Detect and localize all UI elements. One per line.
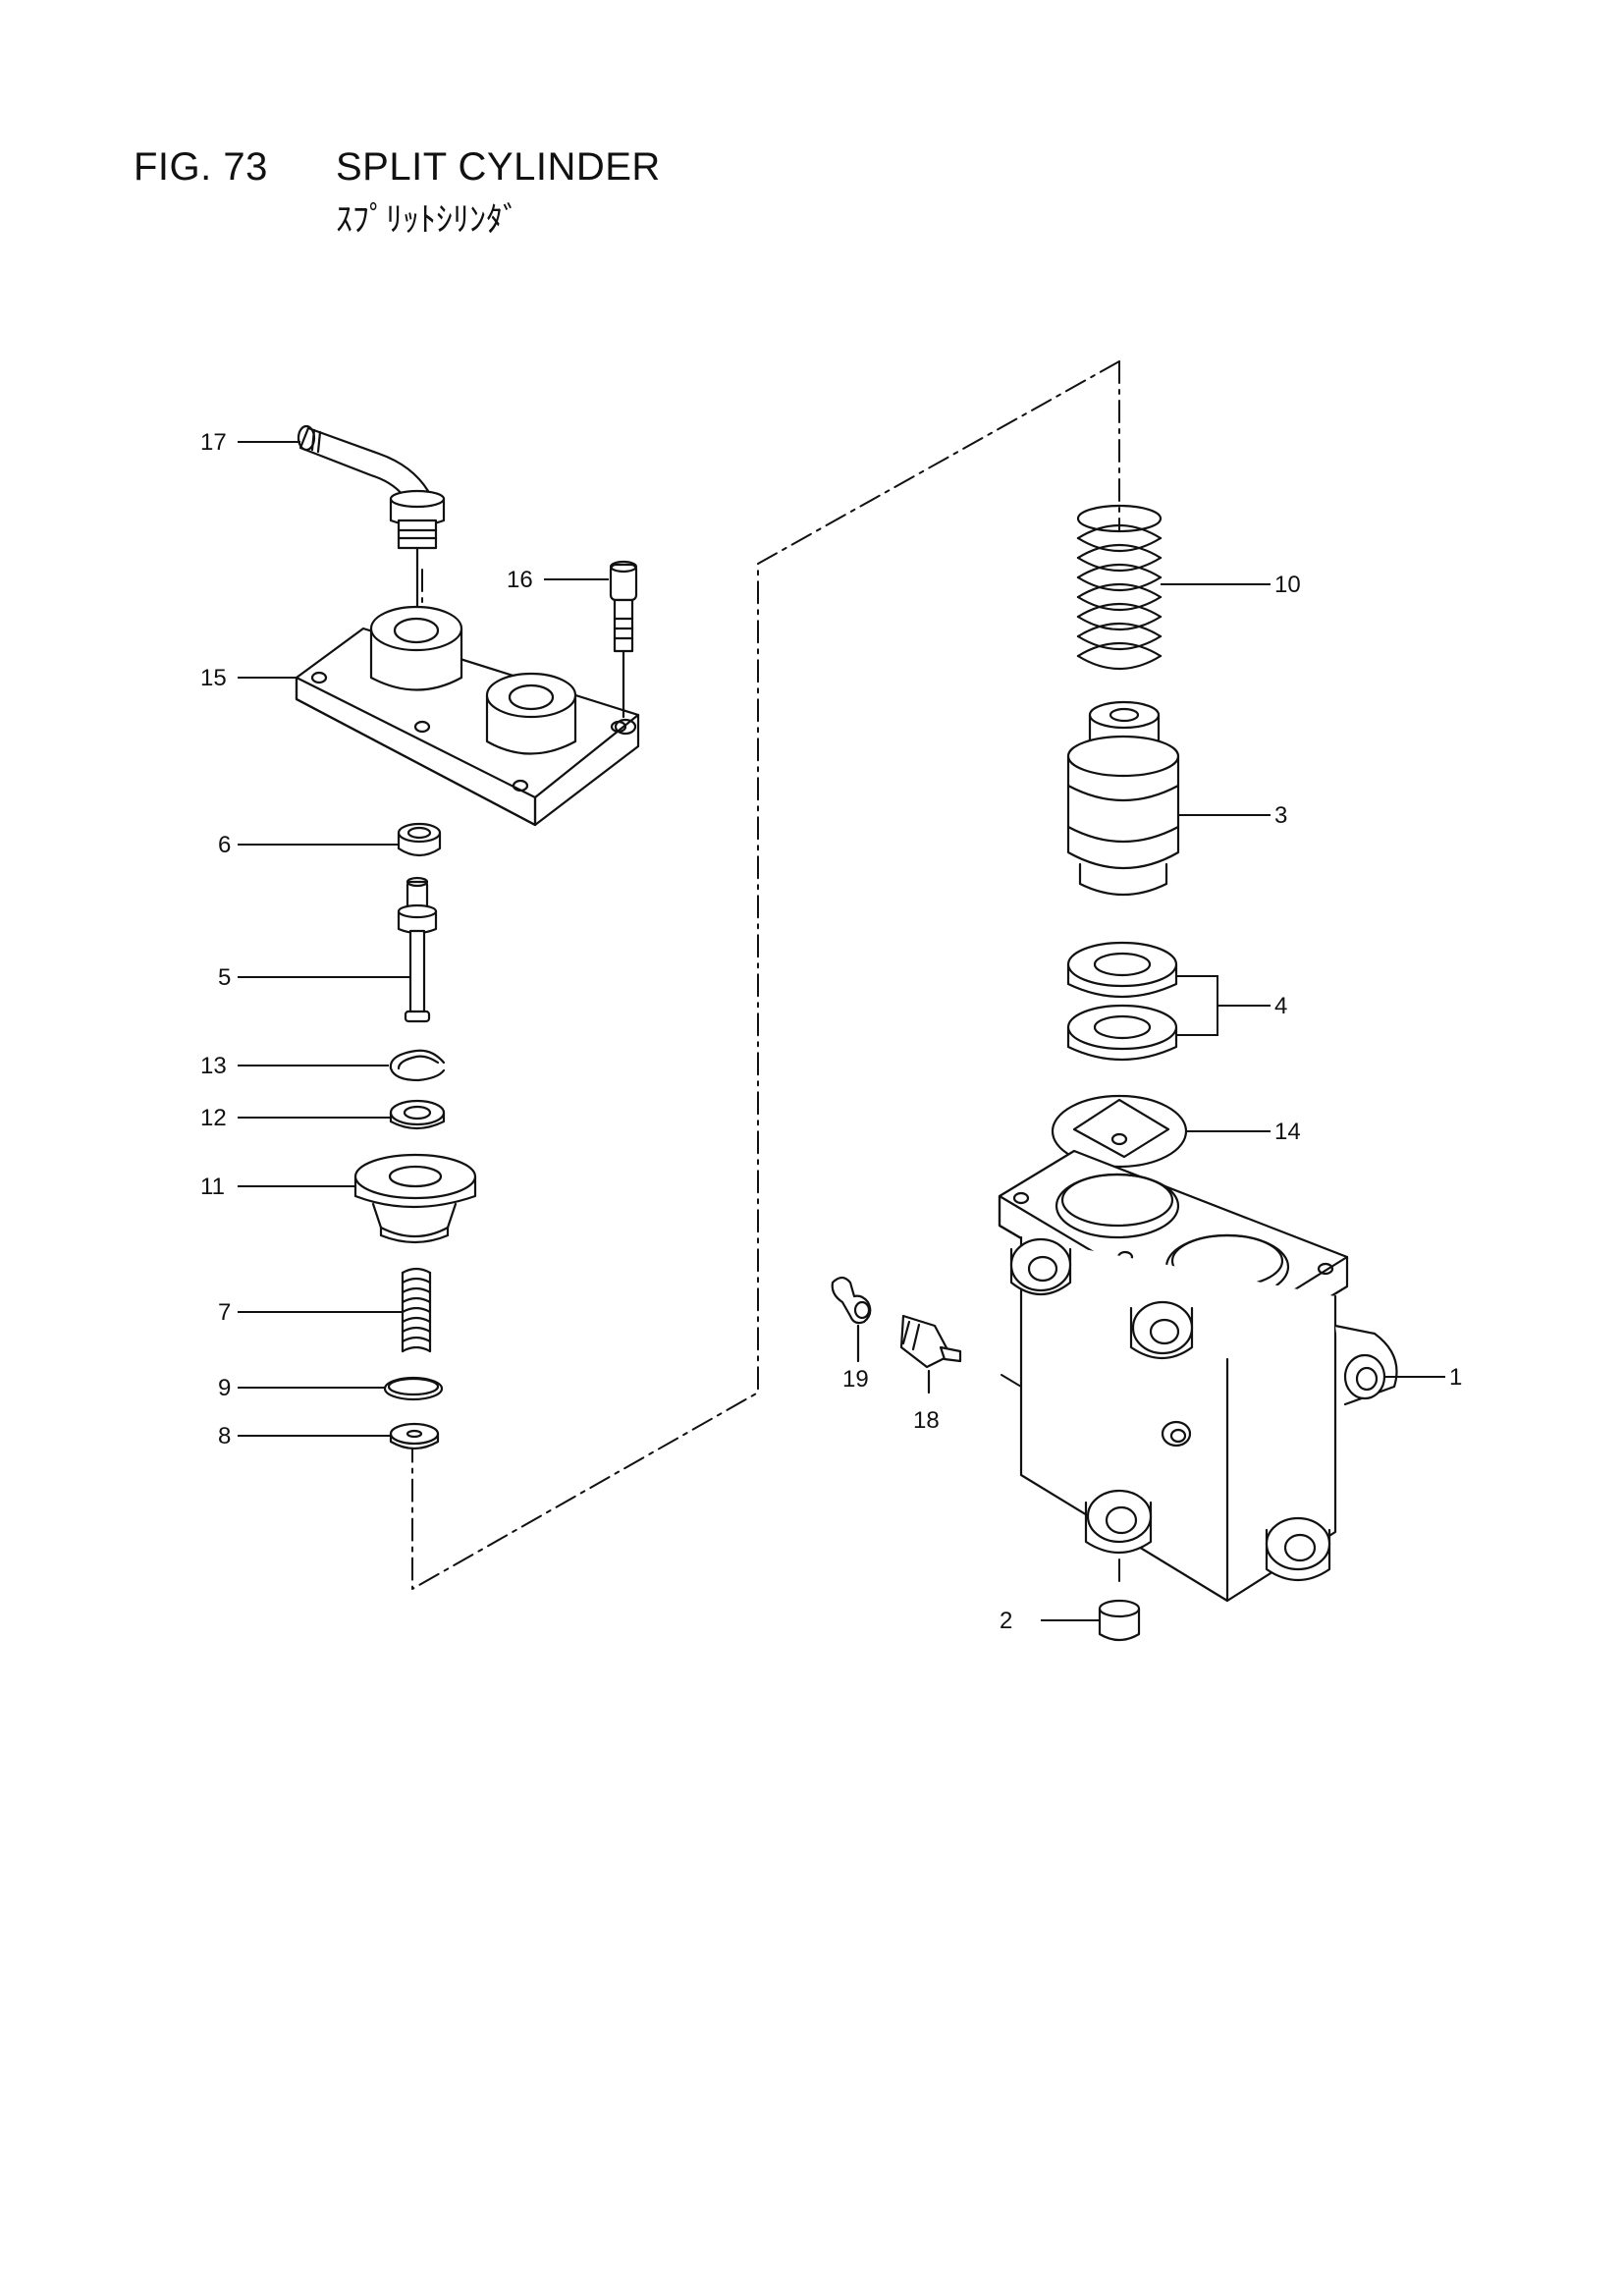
callout-labels: 17 16 15 6 5 13 12 11 7 9 8 10 3 4 14 1 … bbox=[200, 429, 1462, 1634]
part-19-clip bbox=[831, 1276, 872, 1363]
part-15-cover-plate bbox=[295, 605, 640, 827]
callout-15: 15 bbox=[200, 665, 227, 691]
part-4-cup-seals bbox=[1066, 941, 1178, 1061]
part-16-bolt bbox=[609, 560, 638, 719]
part-5-pin bbox=[397, 876, 438, 1023]
part-12-washer bbox=[389, 1099, 446, 1130]
callout-18: 18 bbox=[913, 1407, 940, 1434]
callout-10: 10 bbox=[1274, 572, 1301, 598]
part-13-snap-ring bbox=[389, 1049, 446, 1082]
callout-8: 8 bbox=[218, 1423, 231, 1449]
part-2-plug bbox=[1098, 1599, 1141, 1642]
callout-13: 13 bbox=[200, 1053, 227, 1079]
figure-subtitle-jp: ｽﾌﾟﾘｯﾄｼﾘﾝﾀﾞ bbox=[336, 200, 519, 240]
part-7-spring bbox=[401, 1267, 432, 1353]
callout-4: 4 bbox=[1274, 993, 1287, 1019]
callout-5: 5 bbox=[218, 964, 231, 991]
callout-14: 14 bbox=[1274, 1119, 1301, 1145]
callout-19: 19 bbox=[842, 1366, 869, 1393]
callout-7: 7 bbox=[218, 1299, 231, 1326]
figure-number: FIG. 73 bbox=[134, 145, 268, 189]
callout-16: 16 bbox=[507, 567, 533, 593]
part-9-ring bbox=[383, 1376, 444, 1401]
part-6-seal bbox=[397, 822, 442, 857]
assembly-path-dashed bbox=[411, 360, 1120, 1590]
part-11-retainer bbox=[353, 1153, 477, 1244]
part-8-washer bbox=[389, 1422, 440, 1450]
figure-title: SPLIT CYLINDER bbox=[336, 145, 661, 189]
callout-12: 12 bbox=[200, 1105, 227, 1131]
callout-6: 6 bbox=[218, 832, 231, 858]
callout-9: 9 bbox=[218, 1375, 231, 1401]
part-1-cylinder-body bbox=[998, 1132, 1398, 1603]
part-10-large-spring bbox=[1076, 504, 1163, 671]
callout-2: 2 bbox=[1000, 1608, 1012, 1634]
callout-1: 1 bbox=[1449, 1364, 1462, 1391]
part-3-piston bbox=[1066, 700, 1180, 897]
leader-lines bbox=[238, 441, 1445, 1621]
callout-17: 17 bbox=[200, 429, 227, 456]
callout-3: 3 bbox=[1274, 802, 1287, 829]
callout-11: 11 bbox=[200, 1174, 225, 1200]
part-18-sensor bbox=[899, 1314, 962, 1394]
